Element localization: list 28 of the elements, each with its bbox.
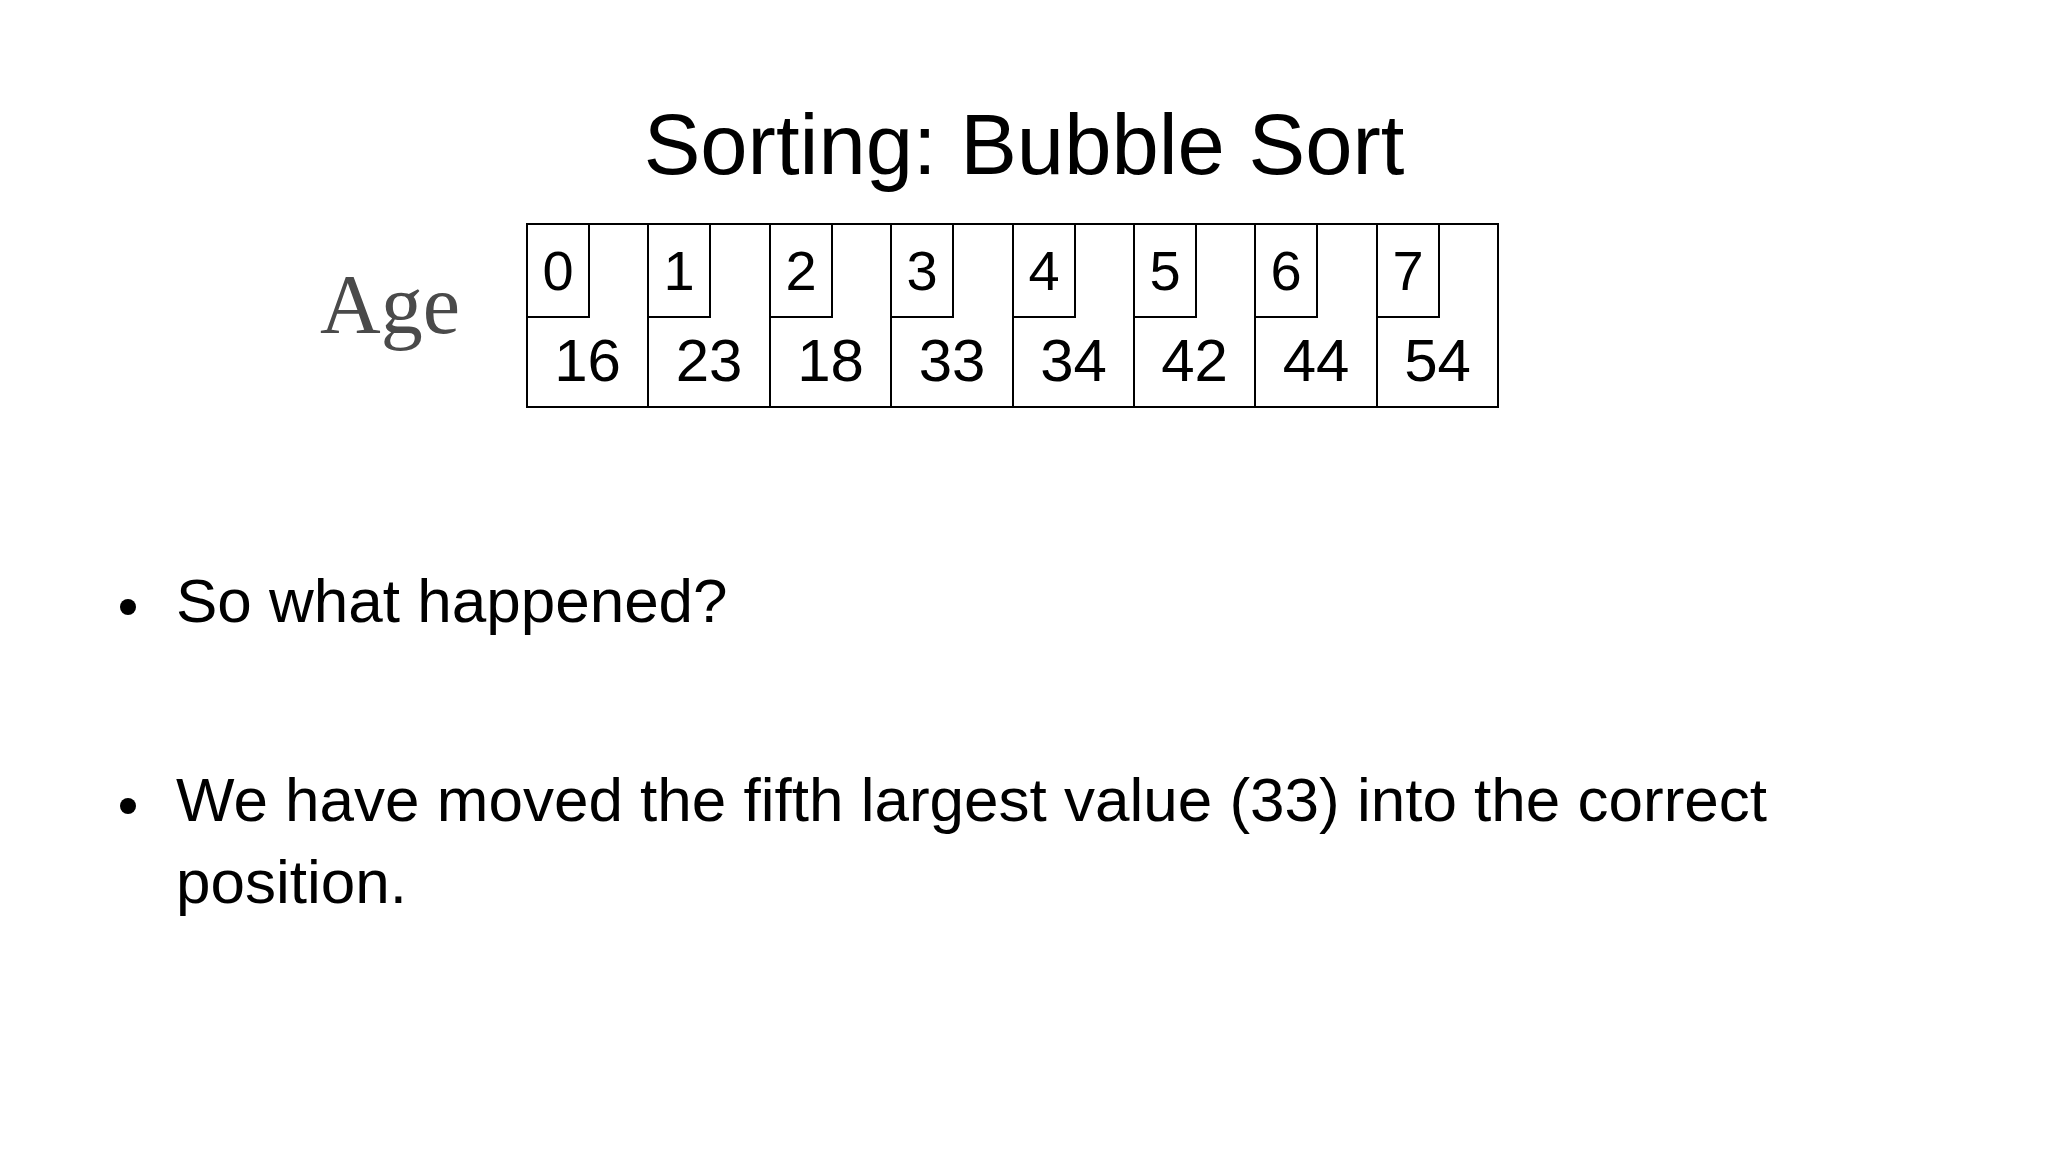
title: Sorting: Bubble Sort <box>643 96 1405 194</box>
array-index: 4 <box>1012 223 1076 318</box>
cell-value: 23 <box>675 328 743 394</box>
array-index: 7 <box>1376 223 1440 318</box>
array-index: 6 <box>1254 223 1318 318</box>
array-cell <box>1133 223 1256 408</box>
cell-value: 33 <box>918 328 986 394</box>
array-cell <box>1376 223 1499 408</box>
array-cell <box>1254 223 1378 408</box>
array-cell <box>769 223 892 408</box>
array-index: 1 <box>647 223 711 318</box>
cell-value: 54 <box>1404 328 1471 394</box>
cell-value: 44 <box>1282 328 1350 394</box>
array-cell <box>526 223 649 408</box>
cell-value: 42 <box>1161 328 1228 394</box>
array-index: 3 <box>890 223 954 318</box>
array-index: 0 <box>526 223 590 318</box>
cell-value: 18 <box>797 328 864 394</box>
array-cell <box>647 223 771 408</box>
array-index: 5 <box>1133 223 1197 318</box>
cell-value: 16 <box>554 328 621 394</box>
array-cell <box>1012 223 1135 408</box>
bullet-text: So what happened? <box>176 565 728 637</box>
bullet-text: We have moved the fifth largest value (33) into the correct position. <box>176 764 1768 918</box>
array-index: 2 <box>769 223 833 318</box>
cell-value: 34 <box>1040 328 1107 394</box>
row-label: Age <box>320 257 460 353</box>
array-cell <box>890 223 1014 408</box>
